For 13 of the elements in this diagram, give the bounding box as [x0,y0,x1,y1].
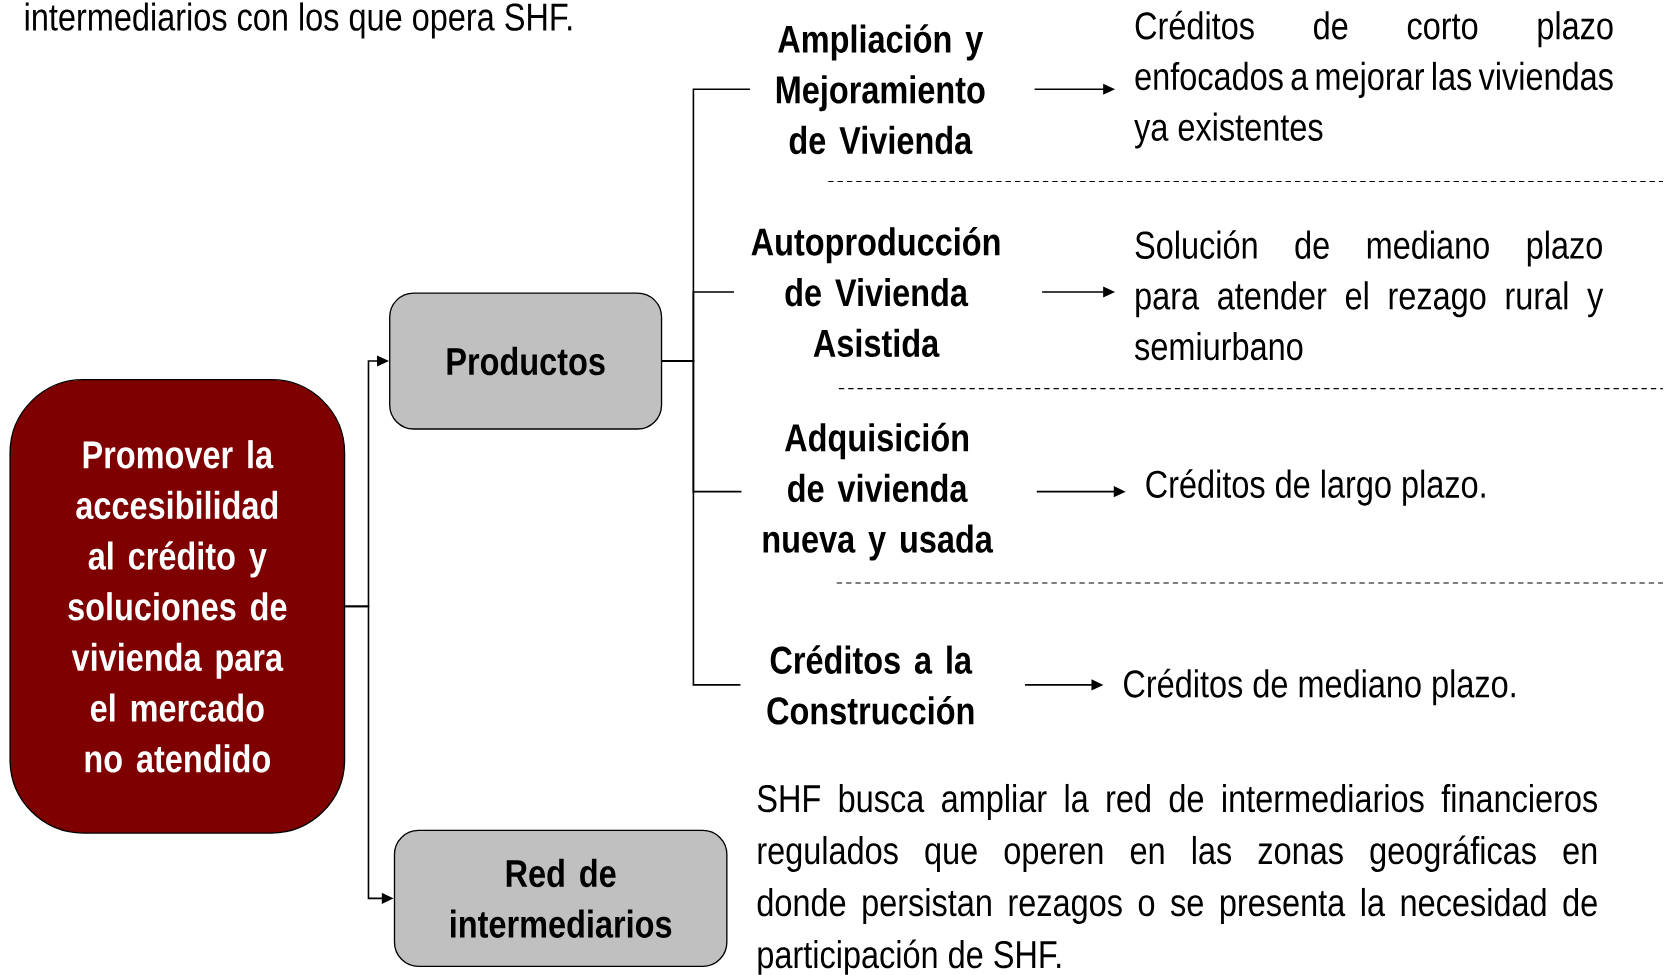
connector-line [661,360,742,686]
goal-box: Promover la accesibilidad al crédito y soluciones de vivienda para el mercado no atendido [9,379,346,834]
product-heading: Créditos a la Construcción [767,645,974,725]
product-description: Créditos de mediano plazo. [1124,668,1515,706]
product-description: Créditos de corto plazo enfocados a mejorar las viviendas ya existentes [1134,10,1613,149]
product-heading: Adquisición de vivienda nueva y usada [763,422,994,561]
product-description: Solución de mediano plazo para atender el rezago rural y semiurbano [1135,230,1604,361]
note-text: intermediarios con los que opera SHF. [25,2,572,39]
product-heading: Ampliación y Mejoramiento de Vivienda [776,24,985,155]
category-box: Red de intermediarios [393,829,728,968]
product-description: Créditos de largo plazo. [1146,469,1485,506]
category-box: Productos [389,292,663,430]
product-heading: Autoproducción de Vivienda Asistida [751,227,1000,358]
